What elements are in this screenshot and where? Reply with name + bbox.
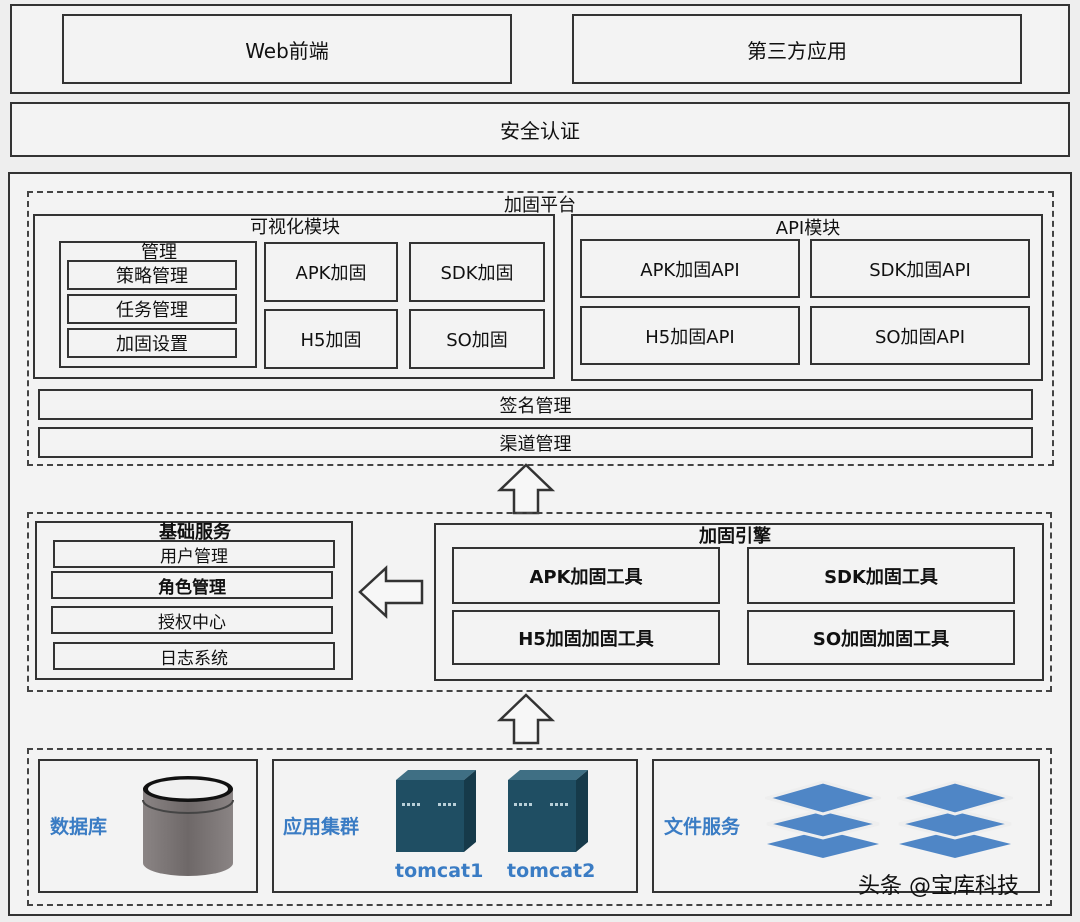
role-mgmt-box: 角色管理 [51,571,333,599]
task-mgmt-box: 任务管理 [67,294,237,324]
sdk-api-box: SDK加固API [810,239,1030,298]
platform-title: 加固平台 [492,196,588,216]
file-service-label: 文件服务 [664,816,741,838]
database-icon [142,776,234,876]
sdk-api-label: SDK加固API [869,259,971,281]
layers-icon [765,780,881,858]
web-frontend-box: Web前端 [62,14,512,84]
web-frontend-label: Web前端 [245,38,329,63]
channel-mgmt-label: 渠道管理 [499,433,572,455]
sdk-tool-box: SDK加固工具 [747,547,1015,604]
layers-icon [897,780,1013,858]
sdk-tool-label: SDK加固工具 [824,566,938,588]
h5-api-label: H5加固API [645,326,735,348]
h5-hardening-box: H5加固 [264,309,398,369]
tomcat1-label: tomcat1 [395,860,484,882]
user-mgmt-label: 用户管理 [160,546,228,567]
h5-api-box: H5加固API [580,306,800,365]
third-party-box: 第三方应用 [572,14,1022,84]
so-hardening-box: SO加固 [409,309,545,369]
up-arrow-icon [496,693,556,745]
so-hardening-label: SO加固 [446,330,508,351]
h5-hardening-label: H5加固 [300,330,362,351]
engine-title: 加固引擎 [690,528,780,546]
left-arrow-icon [358,565,424,619]
task-mgmt-label: 任务管理 [116,300,188,321]
security-auth-label: 安全认证 [500,119,580,143]
so-tool-label: SO加固加固工具 [812,628,950,650]
hardening-settings-label: 加固设置 [116,334,188,355]
log-system-label: 日志系统 [160,648,228,669]
up-arrow-icon [496,463,556,515]
so-api-label: SO加固API [874,326,966,348]
third-party-label: 第三方应用 [747,38,847,63]
apk-tool-box: APK加固工具 [452,547,720,604]
apk-tool-label: APK加固工具 [529,566,643,588]
api-module-title: API模块 [760,219,856,239]
auth-center-label: 授权中心 [158,612,226,633]
infrastructure-region [27,748,1052,906]
apk-hardening-label: APK加固 [295,263,367,284]
signature-mgmt-label: 签名管理 [499,395,572,417]
database-label: 数据库 [50,816,108,838]
apk-hardening-box: APK加固 [264,242,398,302]
h5-tool-box: H5加固加固工具 [452,610,720,665]
security-auth-box: 安全认证 [10,102,1070,157]
log-system-box: 日志系统 [53,642,335,670]
so-api-box: SO加固API [810,306,1030,365]
hardening-settings-box: 加固设置 [67,328,237,358]
apk-api-box: APK加固API [580,239,800,298]
sdk-hardening-label: SDK加固 [440,263,514,284]
strategy-mgmt-box: 策略管理 [67,260,237,290]
sdk-hardening-box: SDK加固 [409,242,545,302]
h5-tool-label: H5加固加固工具 [518,628,654,650]
strategy-mgmt-label: 策略管理 [116,266,188,287]
so-tool-box: SO加固加固工具 [747,610,1015,665]
user-mgmt-box: 用户管理 [53,540,335,568]
auth-center-box: 授权中心 [51,606,333,634]
visual-module-title: 可视化模块 [240,218,350,238]
basic-services-title: 基础服务 [150,524,240,542]
platform-region [27,191,1054,466]
channel-mgmt-bar: 渠道管理 [38,427,1033,458]
middle-region [27,512,1052,692]
signature-mgmt-bar: 签名管理 [38,389,1033,420]
role-mgmt-label: 角色管理 [158,577,226,598]
app-cluster-label: 应用集群 [283,816,360,838]
server-icon [508,770,588,852]
tomcat2-label: tomcat2 [507,860,596,882]
apk-api-label: APK加固API [640,259,740,281]
server-icon [396,770,476,852]
watermark-text: 头条 @宝库科技 [858,874,1019,899]
management-title: 管理 [134,244,184,262]
